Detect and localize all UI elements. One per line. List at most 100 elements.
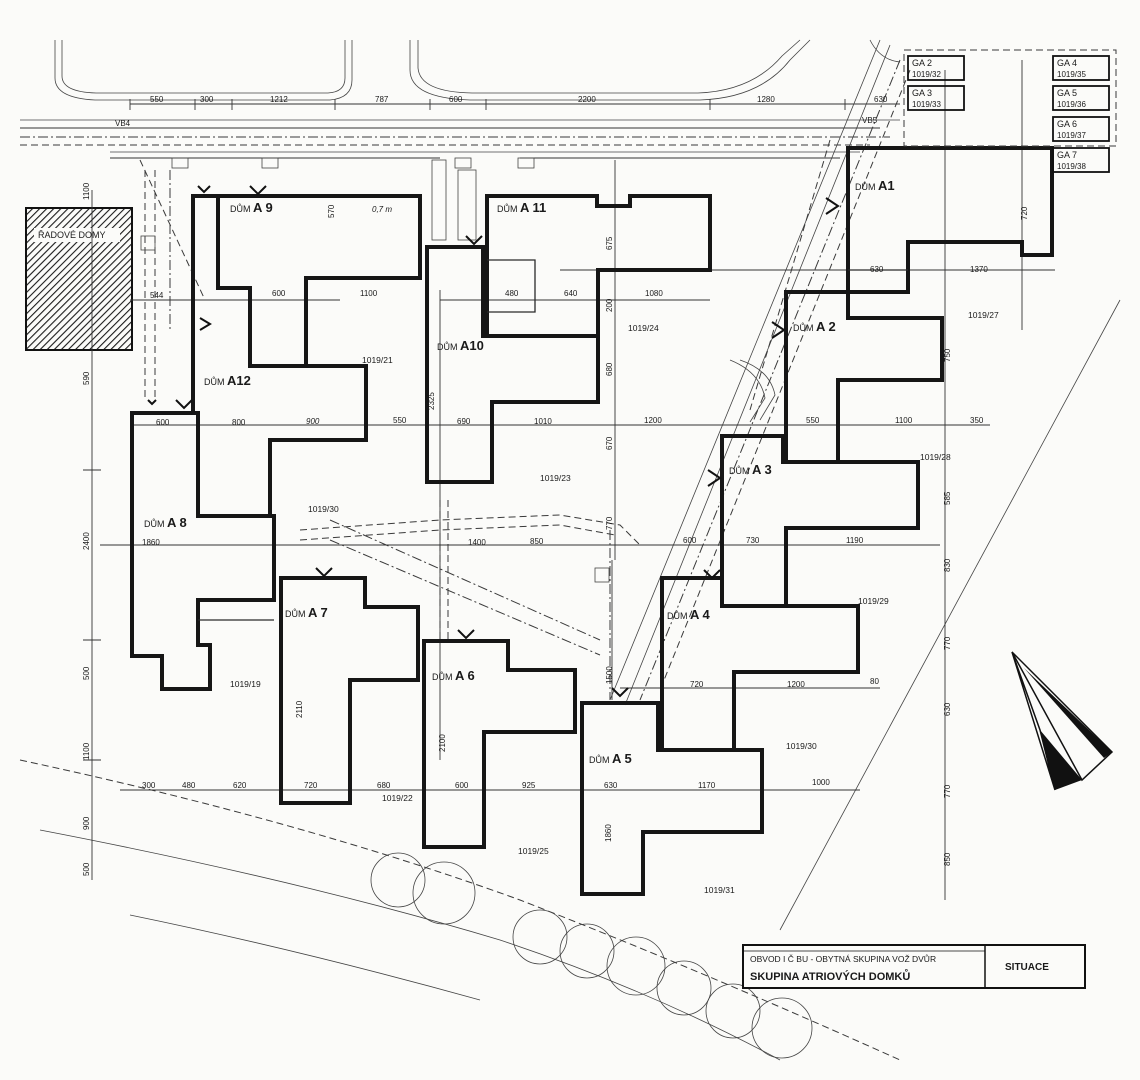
trees xyxy=(370,852,813,1059)
handwritten-note: 0,7 m xyxy=(372,205,392,214)
building-a12 xyxy=(191,194,368,518)
svg-text:A1: A1 xyxy=(878,178,895,193)
parcel-label: 1019/22 xyxy=(382,793,413,803)
entrance-arrows xyxy=(147,185,840,698)
svg-text:600: 600 xyxy=(156,418,170,427)
title-block-project: OBVOD I Č BU - OBYTNÁ SKUPINA VOŽ DVŮR xyxy=(750,953,936,964)
garage-parcel: 1019/32 xyxy=(912,70,941,79)
svg-text:A12: A12 xyxy=(227,373,251,388)
svg-text:DŮM: DŮM xyxy=(230,203,251,214)
road-curbs xyxy=(20,39,901,159)
svg-text:550: 550 xyxy=(806,416,820,425)
garages: GA 2 1019/32 GA 3 1019/33 GA 4 1019/35 G… xyxy=(903,49,1117,173)
svg-text:570: 570 xyxy=(327,204,336,218)
garage-parcel: 1019/37 xyxy=(1057,131,1086,140)
parcel-label: 1019/24 xyxy=(628,323,659,333)
svg-text:770: 770 xyxy=(943,784,952,798)
svg-text:DŮM: DŮM xyxy=(497,203,518,214)
svg-text:DŮM: DŮM xyxy=(437,341,458,352)
svg-text:2325: 2325 xyxy=(427,392,436,410)
building-a7 xyxy=(279,576,420,805)
garage-code: GA 7 xyxy=(1057,150,1077,160)
svg-text:1200: 1200 xyxy=(644,416,662,425)
svg-text:680: 680 xyxy=(377,781,391,790)
svg-text:2110: 2110 xyxy=(295,700,304,718)
building-a6 xyxy=(422,639,577,849)
dimension-grid xyxy=(83,60,1055,900)
south-road xyxy=(19,759,901,1061)
survey-points: VB4 VB5 0,7 m xyxy=(115,116,878,214)
row-houses: ŘADOVÉ DOMY xyxy=(25,207,133,351)
garage-parcel: 1019/38 xyxy=(1057,162,1086,171)
svg-text:A 4: A 4 xyxy=(690,607,711,622)
svg-text:550: 550 xyxy=(150,95,164,104)
svg-text:1170: 1170 xyxy=(698,781,716,790)
svg-text:550: 550 xyxy=(393,416,407,425)
building-a1 xyxy=(846,146,1054,294)
svg-text:DŮM: DŮM xyxy=(285,608,306,619)
title-block-subject: SKUPINA ATRIOVÝCH DOMKŮ xyxy=(750,969,910,983)
svg-text:A10: A10 xyxy=(460,338,484,353)
svg-text:1100: 1100 xyxy=(82,742,91,760)
svg-text:850: 850 xyxy=(943,852,952,866)
svg-text:630: 630 xyxy=(874,95,888,104)
svg-text:544: 544 xyxy=(150,291,164,300)
svg-text:850: 850 xyxy=(530,537,544,546)
svg-text:640: 640 xyxy=(564,289,578,298)
svg-text:A 7: A 7 xyxy=(308,605,328,620)
utility-boxes xyxy=(140,157,610,583)
north-arrow-icon xyxy=(1011,651,1114,791)
parcel-label: 1019/23 xyxy=(540,473,571,483)
svg-text:2400: 2400 xyxy=(82,532,91,550)
dimensions-interior: 600 1100 480 640 1080 630 1370 600 800 9… xyxy=(142,265,988,790)
building-a8 xyxy=(130,411,276,691)
building-a10 xyxy=(425,245,600,484)
svg-text:1860: 1860 xyxy=(604,824,613,842)
svg-text:675: 675 xyxy=(605,236,614,250)
row-houses-label: ŘADOVÉ DOMY xyxy=(38,230,106,240)
svg-text:1010: 1010 xyxy=(534,417,552,426)
parcel-label: 1019/31 xyxy=(704,885,735,895)
svg-text:600: 600 xyxy=(683,536,697,545)
dimensions-top: 550 300 1212 787 600 2200 1280 630 xyxy=(150,95,888,104)
svg-text:350: 350 xyxy=(970,416,984,425)
svg-text:A 8: A 8 xyxy=(167,515,187,530)
svg-text:DŮM: DŮM xyxy=(729,465,750,476)
svg-text:A 11: A 11 xyxy=(520,200,546,215)
svg-text:1500: 1500 xyxy=(605,666,614,684)
svg-text:720: 720 xyxy=(1020,206,1029,220)
svg-text:VB5: VB5 xyxy=(862,116,878,125)
svg-text:925: 925 xyxy=(522,781,536,790)
parcel-label: 1019/28 xyxy=(920,452,951,462)
svg-text:600: 600 xyxy=(449,95,463,104)
svg-text:600: 600 xyxy=(455,781,469,790)
svg-text:1212: 1212 xyxy=(270,95,288,104)
svg-text:80: 80 xyxy=(870,677,879,686)
svg-text:500: 500 xyxy=(82,862,91,876)
svg-text:480: 480 xyxy=(182,781,196,790)
svg-text:800: 800 xyxy=(232,418,246,427)
building-a5 xyxy=(580,701,764,896)
svg-text:200: 200 xyxy=(605,298,614,312)
svg-text:1100: 1100 xyxy=(82,182,91,200)
svg-text:680: 680 xyxy=(605,362,614,376)
svg-text:690: 690 xyxy=(457,417,471,426)
parcel-label: 1019/30 xyxy=(786,741,817,751)
svg-text:1000: 1000 xyxy=(812,778,830,787)
building-a2 xyxy=(784,290,944,464)
svg-text:630: 630 xyxy=(604,781,618,790)
garage-parcel: 1019/36 xyxy=(1057,100,1086,109)
building-a11 xyxy=(485,194,712,338)
garage-code: GA 5 xyxy=(1057,88,1077,98)
garage-code: GA 2 xyxy=(912,58,932,68)
